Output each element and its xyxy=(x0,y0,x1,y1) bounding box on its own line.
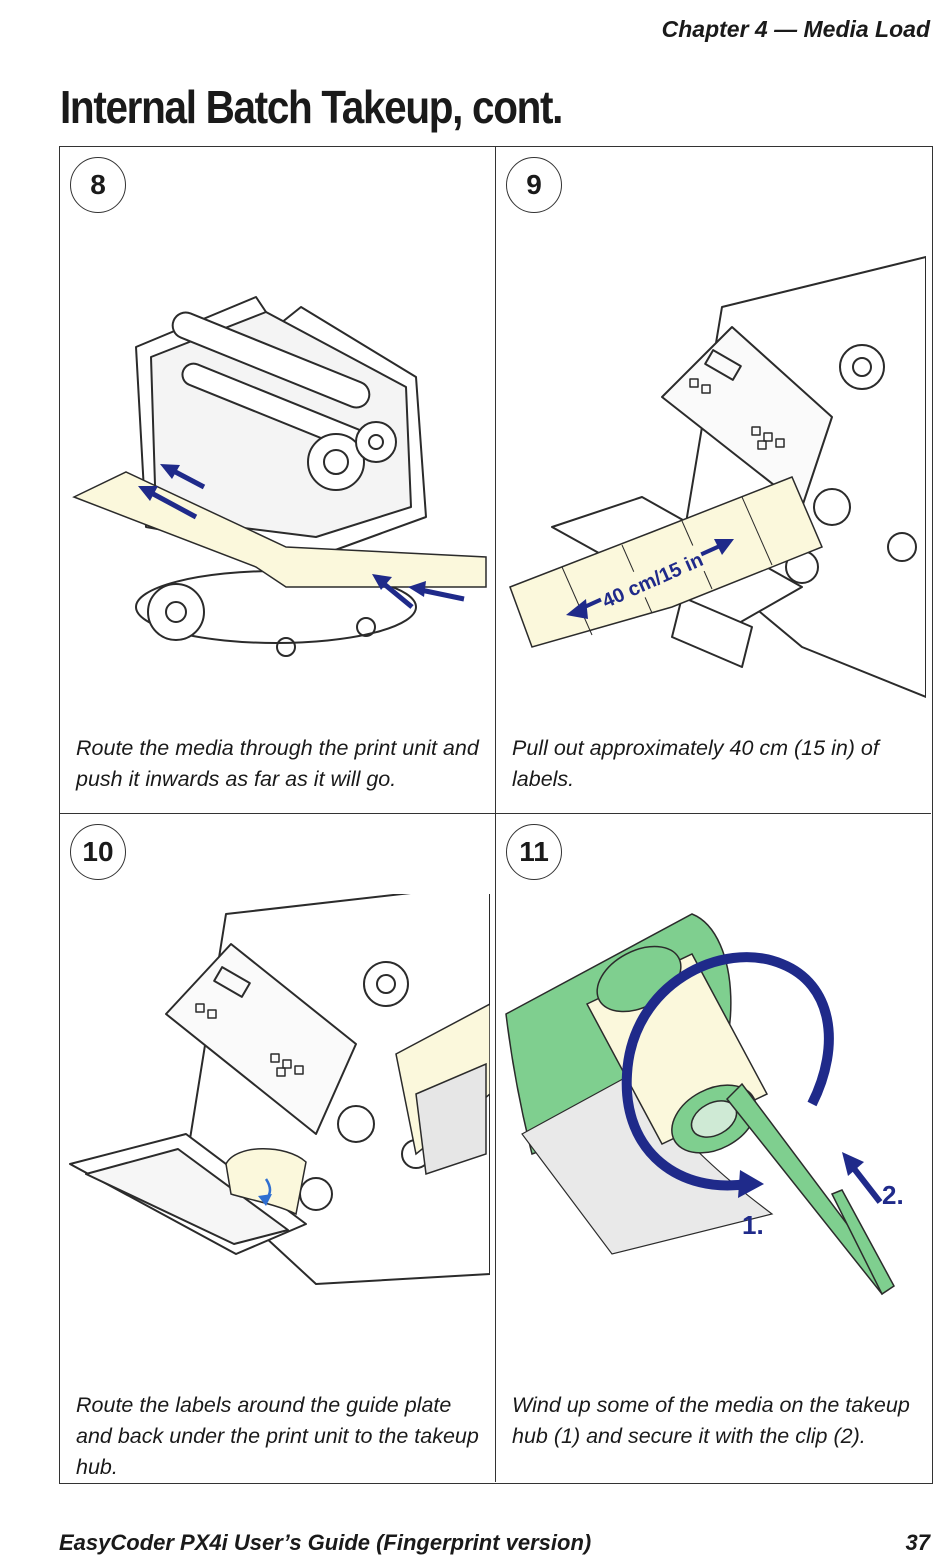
step-10-caption: Route the labels around the guide plate … xyxy=(76,1393,479,1479)
step-11-caption: Wind up some of the media on the takeup … xyxy=(512,1393,910,1448)
step-9-panel: 9 xyxy=(496,147,931,814)
step-11-panel: 11 1. 2. Wind up some of t xyxy=(496,814,931,1482)
step-8-caption: Route the media through the print unit a… xyxy=(76,736,479,791)
step-number-9: 9 xyxy=(506,157,562,213)
guide-plate-routing-illustration xyxy=(69,894,490,1285)
page-title: Internal Batch Takeup, cont. xyxy=(60,81,563,133)
footer-page-number: 37 xyxy=(905,1530,930,1555)
step-number-10: 10 xyxy=(70,824,126,880)
print-unit-illustration xyxy=(72,296,487,657)
step-number-8: 8 xyxy=(70,157,126,213)
callout-2: 2. xyxy=(882,1180,904,1210)
pull-out-labels-illustration: 40 cm/15 in xyxy=(509,256,926,698)
step-8-panel: 8 xyxy=(60,147,496,814)
clip-arrow-icon xyxy=(849,1164,883,1204)
step-10-panel: 10 xyxy=(60,814,496,1482)
step-number-11: 11 xyxy=(506,824,562,880)
chapter-header: Chapter 4 — Media Load xyxy=(661,16,930,42)
takeup-hub-illustration: 1. 2. xyxy=(505,913,904,1296)
footer-guide-title: EasyCoder PX4i User’s Guide (Fingerprint… xyxy=(59,1530,592,1555)
step-grid: 8 xyxy=(59,146,933,1484)
step-9-caption: Pull out approximately 40 cm (15 in) of … xyxy=(512,736,879,791)
callout-1: 1. xyxy=(742,1210,764,1240)
rotation-arrow-icon xyxy=(621,952,834,1191)
